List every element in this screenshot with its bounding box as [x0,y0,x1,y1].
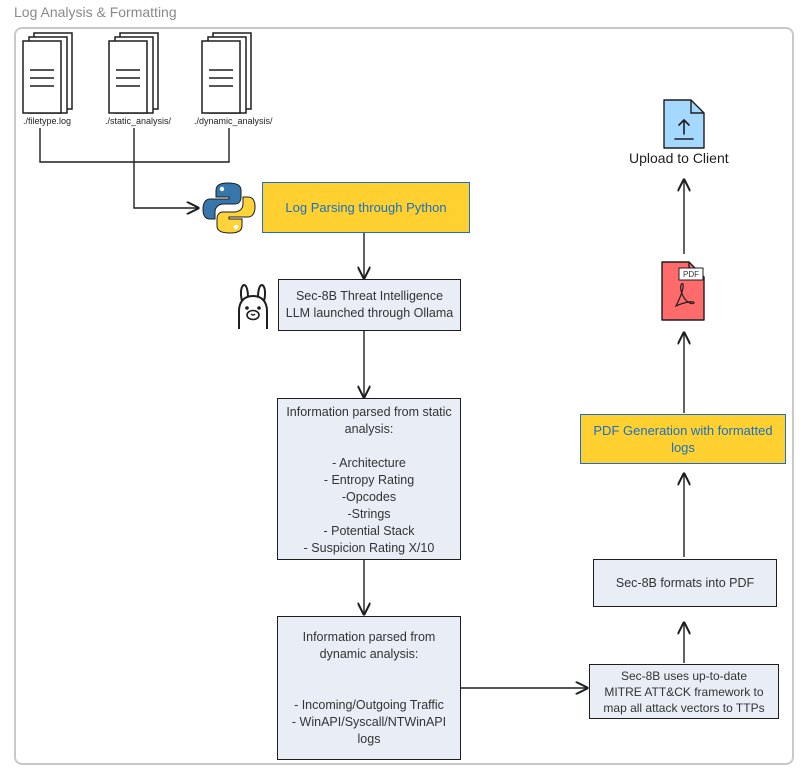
node-static-line: analysis: [344,422,394,436]
node-static-analysis: Information parsed from static analysis:… [277,398,461,560]
node-dynamic-line: Information parsed from [302,630,436,644]
frame-title: Log Analysis & Formatting [14,4,177,20]
node-format-pdf-text: Sec-8B formats into PDF [615,575,755,590]
connector-static-down [133,128,198,208]
node-mitre-line: map all attack vectors to TTPs [603,700,765,715]
node-static-line: - Suspicion Rating X/10 [303,541,435,555]
ollama-llama-icon [238,284,268,329]
pdf-badge-label: PDF [683,270,699,279]
node-dynamic-line: logs [357,732,381,746]
file-upload-icon [663,99,705,149]
node-dynamic-line: - Incoming/Outgoing Traffic [294,698,444,712]
document-stack-icon [22,32,73,114]
node-static-line: - Potential Stack [323,524,415,538]
node-llm-line: Sec-8B Threat Intelligence [295,289,444,303]
node-log-parsing: Log Parsing through Python [262,182,470,233]
input-label-dynamic: ./dynamic_analysis/ [194,116,273,126]
node-dynamic-line: dynamic analysis: [319,647,419,661]
document-stack-icon [201,32,252,114]
node-static-line: - Architecture [332,456,406,470]
node-static-line: Information parsed from static [286,405,452,419]
node-pdfgen-line: logs [671,440,695,455]
node-format-pdf: Sec-8B formats into PDF [593,559,777,607]
node-static-line: -Strings [347,507,391,521]
node-dynamic-analysis: Information parsed from dynamic analysis… [277,616,461,760]
pdf-file-icon [661,261,705,321]
node-log-parsing-text: Log Parsing through Python [285,200,447,215]
upload-to-client-label: Upload to Client [629,150,729,166]
diagram-frame [14,27,794,765]
node-static-line: - Entropy Rating [323,473,415,487]
node-mitre-line: MITRE ATT&CK framework to [604,684,764,699]
node-dynamic-line: - WinAPI/Syscall/NTWinAPI [291,715,447,729]
input-label-static: ./static_analysis/ [105,116,172,126]
node-pdf-generation: PDF Generation with formatted logs [580,414,786,464]
node-llm-launch: Sec-8B Threat Intelligence LLM launched … [278,279,461,331]
node-mitre-line: Sec-8B uses up-to-date [620,668,748,683]
document-stack-icon [108,32,159,114]
python-logo-icon [202,182,256,234]
node-pdfgen-line: PDF Generation with formatted [593,423,773,438]
node-static-line: -Opcodes [341,490,397,504]
node-mitre-mapping: Sec-8B uses up-to-date MITRE ATT&CK fram… [589,664,779,719]
node-llm-line: LLM launched through Ollama [285,306,454,320]
input-label-filetype: ./filetype.log [23,116,72,126]
